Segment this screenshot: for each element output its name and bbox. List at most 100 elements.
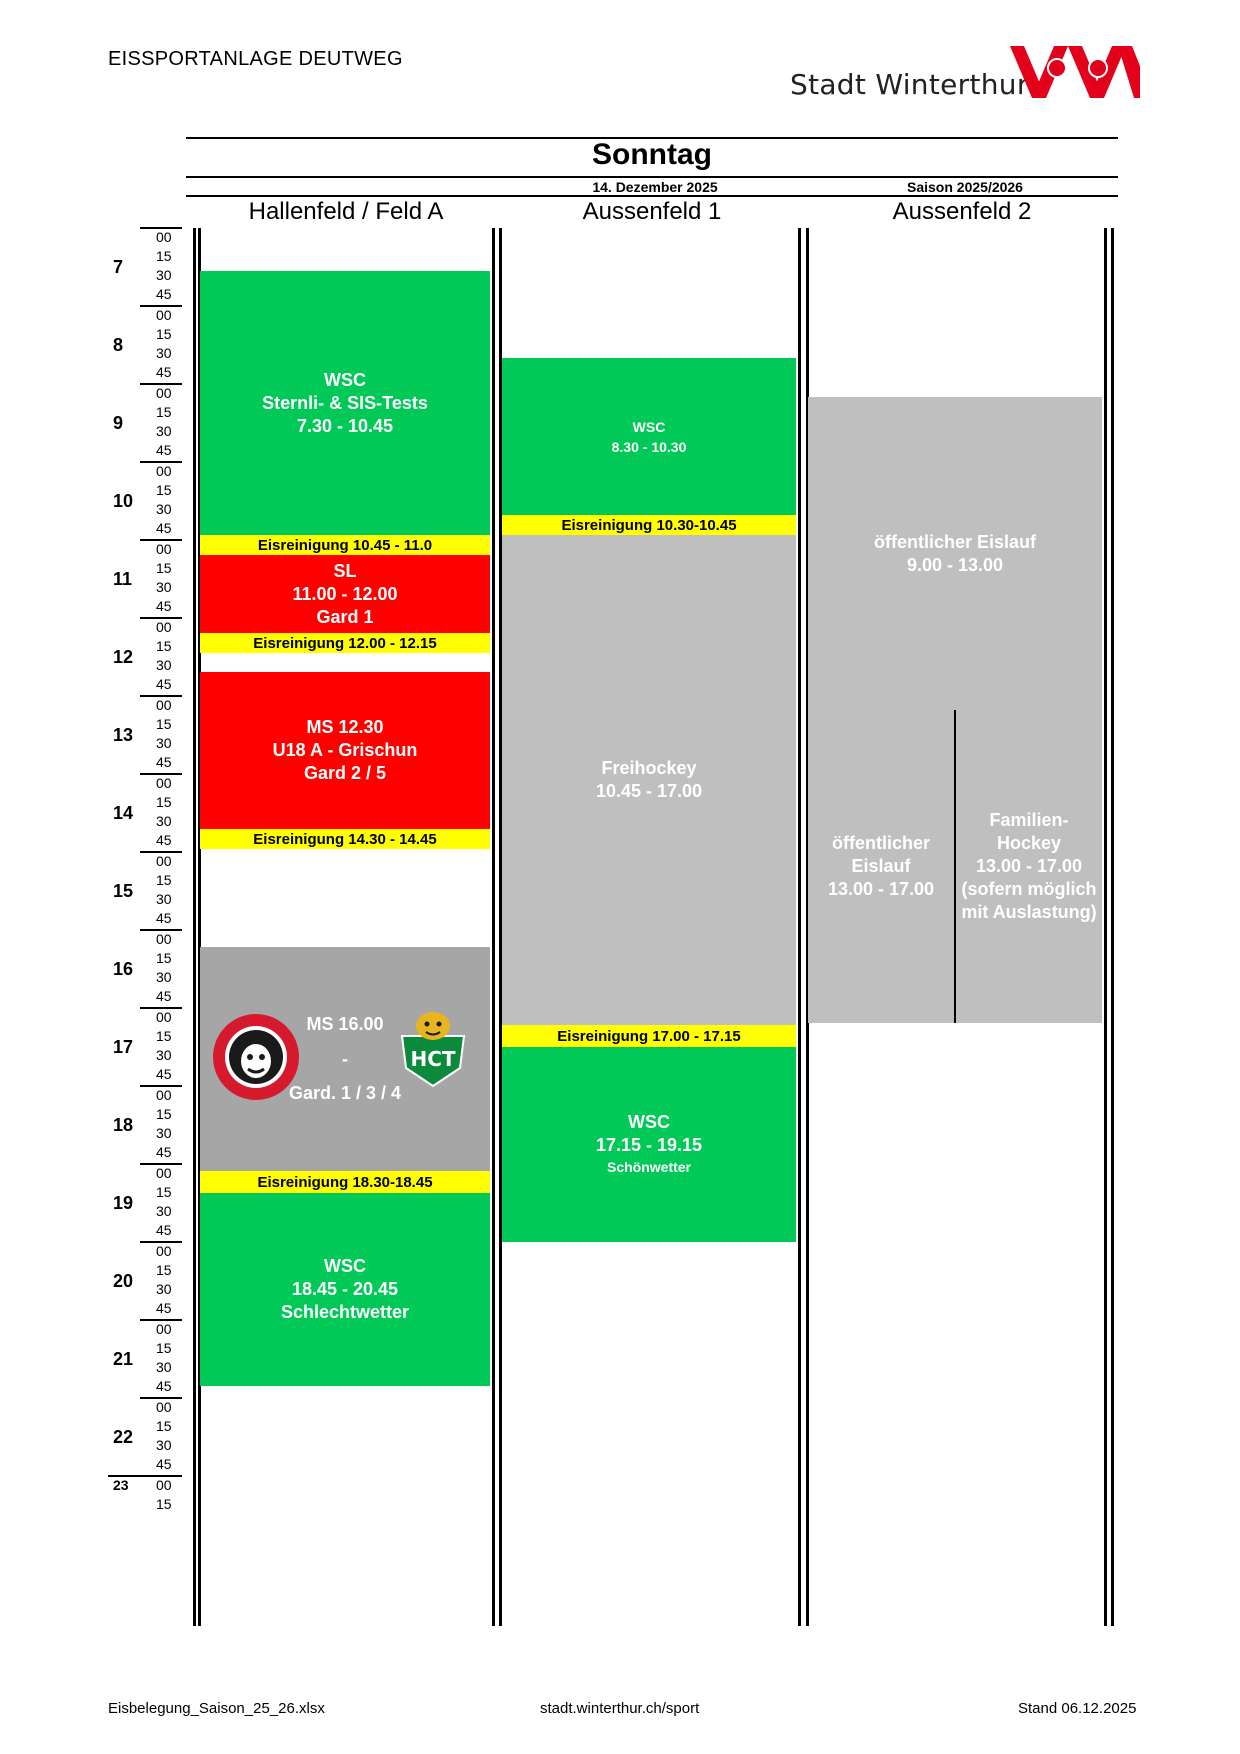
- minute-label: 00: [156, 1165, 172, 1181]
- booking-time: 8.30 - 10.30: [611, 438, 687, 455]
- minute-label: 00: [156, 853, 172, 869]
- minute-label: 30: [156, 1359, 172, 1375]
- booking-title: MS 16.00: [306, 1014, 384, 1034]
- booking-eislauf-morning-aussenfeld-2[interactable]: öffentlicher Eislauf 9.00 - 13.00: [808, 397, 1102, 710]
- minute-label: 30: [156, 891, 172, 907]
- minute-label: 15: [156, 716, 172, 732]
- booking-title: öffentlicher Eislauf: [873, 531, 1037, 552]
- hour-tick: [140, 539, 182, 541]
- minute-label: 45: [156, 832, 172, 848]
- day-title: Sonntag: [592, 138, 712, 171]
- minute-label: 00: [156, 463, 172, 479]
- hour-label: 10: [113, 491, 134, 511]
- minute-label: 15: [156, 326, 172, 342]
- minute-label: 00: [156, 307, 172, 323]
- booking-familien-hockey-aussenfeld-2[interactable]: Familien- Hockey 13.00 - 17.00 (sofern m…: [956, 710, 1102, 1023]
- ice-cleaning-feld-a-2: Eisreinigung 12.00 - 12.15: [200, 633, 490, 653]
- minute-label: 15: [156, 1028, 172, 1044]
- column-border: [492, 228, 495, 1626]
- booking-time: 7.30 - 10.45: [296, 415, 394, 436]
- minute-label: 45: [156, 1378, 172, 1394]
- minute-label: 45: [156, 1222, 172, 1238]
- minute-label: 00: [156, 1321, 172, 1337]
- ehc-winterthur-logo-icon: [213, 1014, 299, 1100]
- minute-label: 00: [156, 385, 172, 401]
- hour-label: 12: [113, 647, 134, 667]
- booking-wsc-morning-aussenfeld-1[interactable]: WSC 8.30 - 10.30: [502, 358, 796, 515]
- hour-label: 17: [113, 1037, 134, 1057]
- hc-thurgau-logo-icon: HCT: [400, 1012, 466, 1088]
- minute-label: 00: [156, 697, 172, 713]
- booking-note-2: mit Auslastung): [961, 902, 1097, 922]
- booking-ms-1230-feld-a[interactable]: MS 12.30 U18 A - Grischun Gard 2 / 5: [200, 672, 490, 829]
- booking-sl-feld-a[interactable]: SL 11.00 - 12.00 Gard 1: [200, 555, 490, 633]
- minute-label: 30: [156, 579, 172, 595]
- booking-freihockey-aussenfeld-1[interactable]: Freihockey 10.45 - 17.00: [502, 535, 796, 1025]
- booking-time: 9.00 - 13.00: [906, 554, 1004, 575]
- minute-label: 00: [156, 931, 172, 947]
- minute-label: 30: [156, 813, 172, 829]
- booking-title: Familien-: [989, 810, 1069, 830]
- hour-tick: [140, 1241, 182, 1243]
- hour-tick: [140, 851, 182, 853]
- hour-label: 21: [113, 1349, 134, 1369]
- booking-wsc-afternoon-aussenfeld-1[interactable]: WSC 17.15 - 19.15 Schönwetter: [502, 1047, 796, 1242]
- minute-label: 30: [156, 423, 172, 439]
- minute-label: 45: [156, 286, 172, 302]
- hour-tick: [140, 695, 182, 697]
- booking-time: 17.15 - 19.15: [595, 1135, 703, 1155]
- column-border: [193, 228, 196, 1626]
- minute-label: 30: [156, 1125, 172, 1141]
- facility-name: EISSPORTANLAGE DEUTWEG: [108, 48, 403, 70]
- minute-label: 00: [156, 1009, 172, 1025]
- minute-label: 00: [156, 1477, 172, 1493]
- hour-label: 13: [113, 725, 134, 745]
- svg-text:HCT: HCT: [410, 1047, 455, 1071]
- booking-eislauf-afternoon-aussenfeld-2[interactable]: öffentlicher Eislauf 13.00 - 17.00: [808, 710, 954, 1023]
- minute-label: 15: [156, 1496, 172, 1512]
- booking-time: 10.45 - 17.00: [595, 781, 703, 801]
- booking-title: MS 12.30: [306, 717, 384, 737]
- booking-note: (sofern möglich: [961, 879, 1097, 899]
- hour-tick: [140, 1397, 182, 1399]
- date-label: 14. Dezember 2025: [592, 179, 718, 195]
- column-border: [1111, 228, 1114, 1626]
- minute-label: 00: [156, 229, 172, 245]
- booking-note: Schlechtwetter: [280, 1302, 410, 1322]
- minute-label: 30: [156, 1203, 172, 1219]
- booking-title-2: Hockey: [996, 833, 1062, 853]
- minute-label: 30: [156, 501, 172, 517]
- minute-label: 30: [156, 1281, 172, 1297]
- booking-wsc-evening-feld-a[interactable]: WSC 18.45 - 20.45 Schlechtwetter: [200, 1193, 490, 1386]
- minute-label: 30: [156, 345, 172, 361]
- booking-dress: Gard 2 / 5: [303, 763, 387, 783]
- booking-time: 18.45 - 20.45: [291, 1279, 399, 1299]
- minute-label: 30: [156, 969, 172, 985]
- hour-label: 19: [113, 1193, 134, 1213]
- hour-label: 16: [113, 959, 134, 979]
- footer-url[interactable]: stadt.winterthur.ch/sport: [540, 1700, 700, 1717]
- minute-label: 00: [156, 619, 172, 635]
- minute-label: 30: [156, 267, 172, 283]
- booking-title: WSC: [324, 1256, 366, 1276]
- booking-dress: Gard. 1 / 3 / 4: [288, 1083, 402, 1103]
- hour-label: 7: [113, 257, 124, 277]
- booking-note: Schönwetter: [606, 1159, 691, 1175]
- rule-bottom: [186, 195, 1118, 197]
- booking-title-2: Eislauf: [851, 856, 911, 876]
- hour-tick: [140, 1163, 182, 1165]
- hour-tick: [140, 1007, 182, 1009]
- booking-separator: -: [342, 1048, 348, 1069]
- booking-time: 13.00 - 17.00: [975, 856, 1083, 876]
- minute-label: 45: [156, 442, 172, 458]
- hour-label: 22: [113, 1427, 134, 1447]
- minute-label: 15: [156, 560, 172, 576]
- minute-label: 15: [156, 404, 172, 420]
- minute-label: 45: [156, 520, 172, 536]
- winterthur-logo-icon: [1010, 46, 1140, 98]
- column-header-feld-a: Hallenfeld / Feld A: [248, 198, 444, 225]
- column-header-aussenfeld-1: Aussenfeld 1: [582, 198, 722, 225]
- booking-wsc-morning-feld-a[interactable]: WSC Sternli- & SIS-Tests 7.30 - 10.45: [200, 271, 490, 535]
- booking-title: WSC: [632, 418, 666, 435]
- minute-label: 45: [156, 1144, 172, 1160]
